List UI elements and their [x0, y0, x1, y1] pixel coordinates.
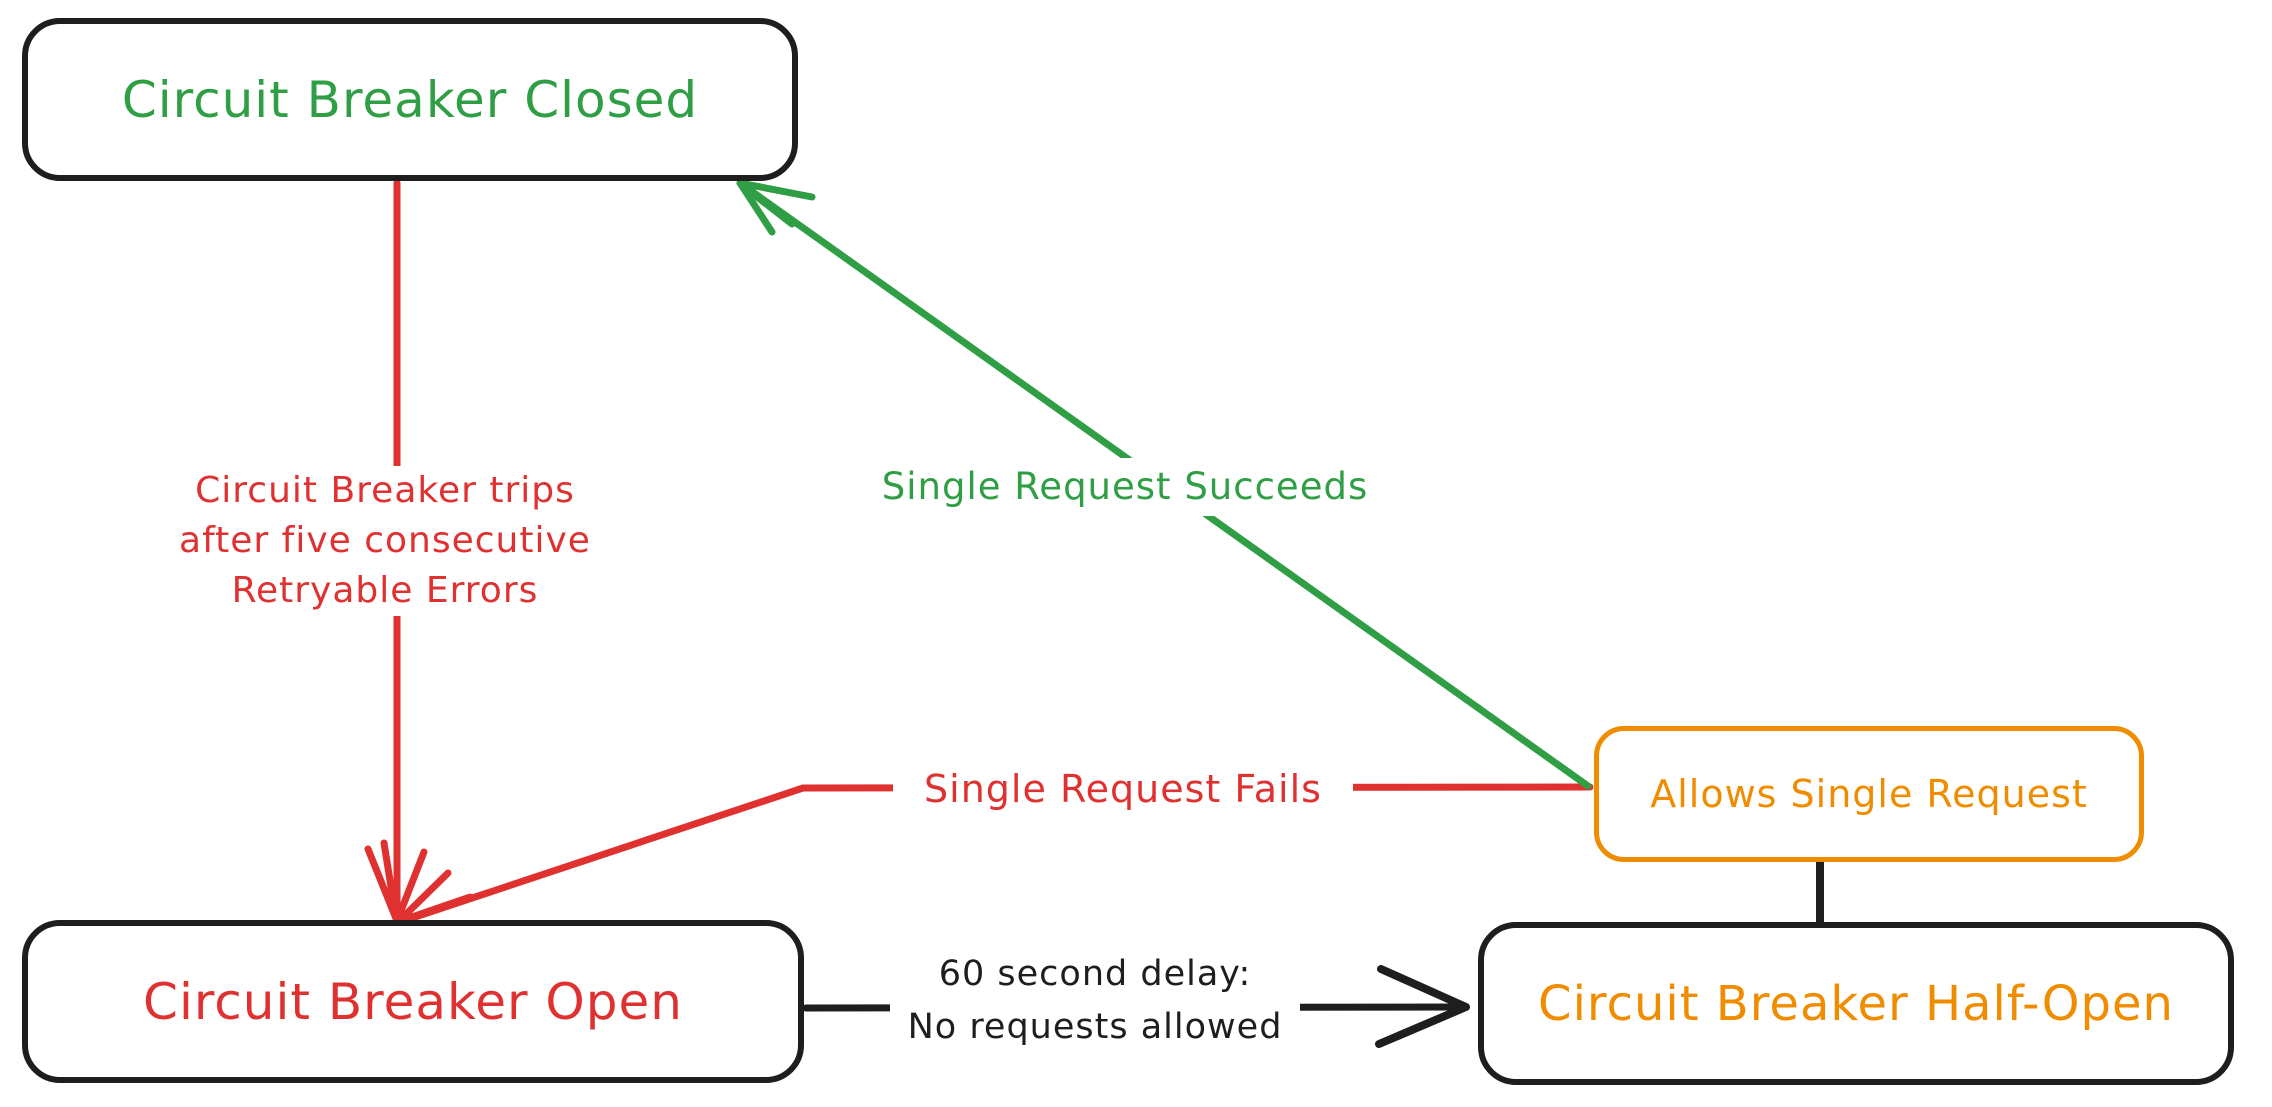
node-allows-single-request-label: Allows Single Request — [1650, 772, 2088, 816]
node-circuit-breaker-half-open-label: Circuit Breaker Half-Open — [1538, 975, 2174, 1032]
edge-succeeds-arrowhead-icon — [736, 179, 816, 236]
edge-label-trips: Circuit Breaker trips after five consecu… — [150, 466, 620, 616]
edge-delay-arrowhead-icon — [1375, 965, 1470, 1048]
edge-label-delay: 60 second delay: No requests allowed — [890, 948, 1300, 1054]
edge-label-trips-line1: Circuit Breaker trips — [195, 470, 575, 511]
node-allows-single-request: Allows Single Request — [1594, 726, 2144, 862]
edge-label-trips-line3: Retryable Errors — [231, 570, 539, 611]
edge-label-delay-line1: 60 second delay: — [938, 954, 1252, 994]
edge-label-single-request-fails: Single Request Fails — [893, 760, 1353, 818]
edge-label-single-request-succeeds: Single Request Succeeds — [880, 458, 1370, 516]
edge-label-trips-line2: after five consecutive — [179, 520, 591, 561]
node-circuit-breaker-open: Circuit Breaker Open — [22, 920, 804, 1083]
node-circuit-breaker-closed: Circuit Breaker Closed — [22, 18, 798, 181]
node-circuit-breaker-open-label: Circuit Breaker Open — [143, 972, 683, 1031]
node-circuit-breaker-half-open: Circuit Breaker Half-Open — [1478, 922, 2234, 1085]
edge-label-delay-line2: No requests allowed — [907, 1007, 1283, 1047]
node-circuit-breaker-closed-label: Circuit Breaker Closed — [121, 70, 699, 129]
